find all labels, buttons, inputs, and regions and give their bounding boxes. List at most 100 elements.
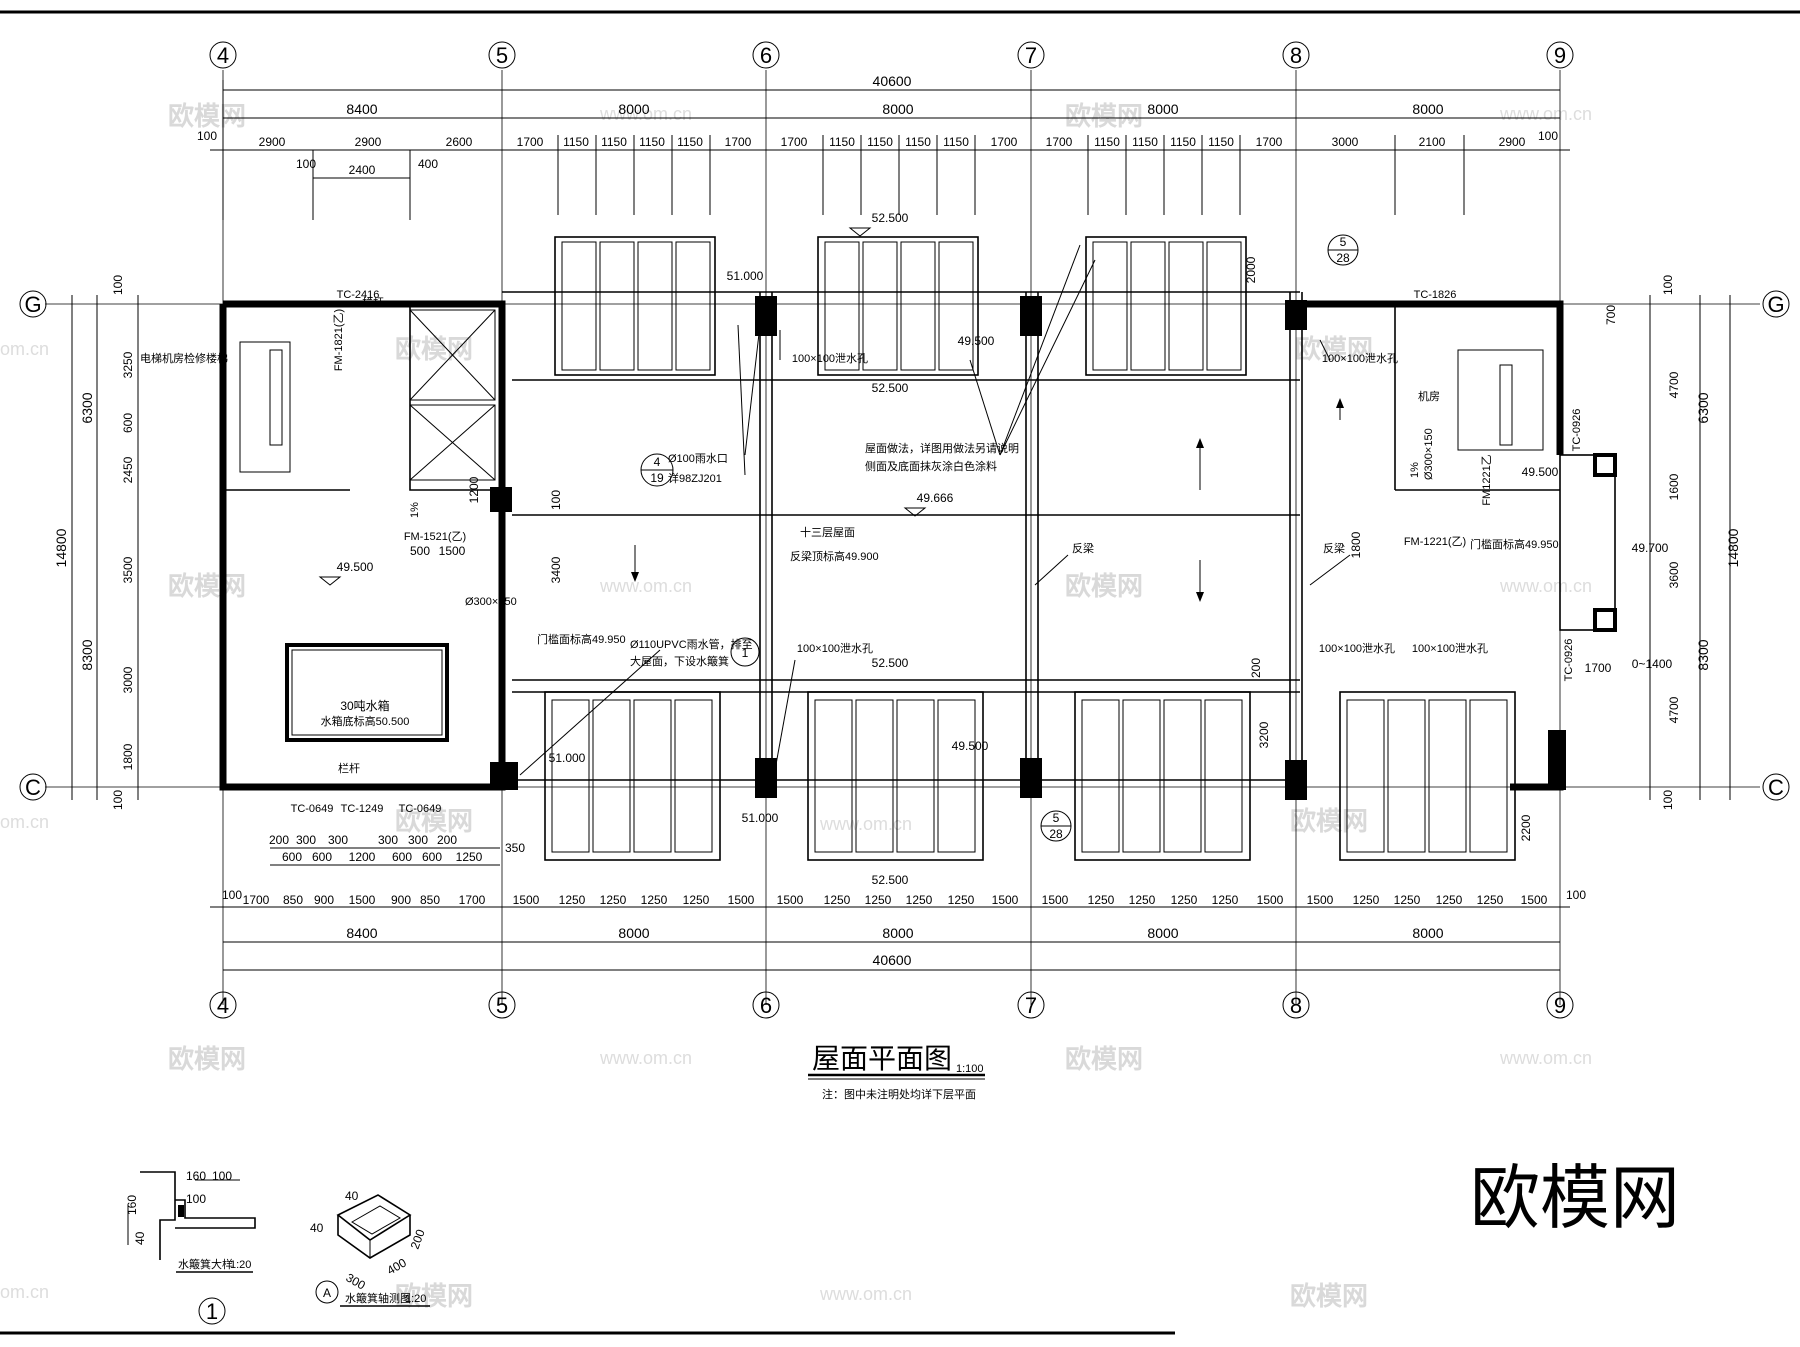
svg-text:6300: 6300 [79,392,95,423]
axis-label: 5 [496,43,508,68]
dim-detail: 2900 [355,135,382,149]
svg-text:1250: 1250 [865,893,892,907]
dim-detail: 2900 [1499,135,1526,149]
dim-detail: 1150 [943,135,969,149]
door-tag: FM-1821(乙) [332,309,345,371]
axis-label: 8 [1290,993,1302,1018]
svg-text:0~1400: 0~1400 [1632,657,1673,671]
svg-text:300: 300 [378,833,398,847]
svg-text:1250: 1250 [600,893,627,907]
detail-number: 1 [206,1299,218,1324]
elevation-label: 49.500 [952,739,989,753]
svg-text:1:20: 1:20 [230,1259,251,1271]
dim-detail: 400 [418,157,438,171]
roof-panels-top [554,236,1247,376]
svg-text:1:20: 1:20 [405,1293,426,1305]
dim-overall-top: 40600 [873,73,912,89]
svg-text:1250: 1250 [456,850,483,864]
window-tag: TC-1249 [341,803,384,815]
dim-detail: 1700 [991,135,1018,149]
section-reference-top: 5 28 [1327,234,1359,266]
watermark-brand: 欧模网 [1290,1281,1368,1311]
svg-text:1%: 1% [1409,462,1421,478]
drawing-title: 屋面平面图 [812,1043,952,1074]
dim-detail: 1700 [781,135,808,149]
axis-label: 6 [760,993,772,1018]
axis-bubble-bottom-6: 6 [752,991,780,1019]
svg-text:100: 100 [186,1192,206,1206]
svg-text:1250: 1250 [1171,893,1198,907]
elevation-label: 49.500 [1522,465,1559,479]
tank-label: 30吨水箱 [340,698,389,713]
svg-text:850: 850 [420,893,440,907]
svg-text:1500: 1500 [1257,893,1284,907]
svg-text:2450: 2450 [121,456,135,483]
svg-text:600: 600 [121,413,135,433]
window-tag: TC-0926 [1563,639,1575,682]
axis-label: 7 [1025,43,1037,68]
annotations: TC-2416 TC-1826 TC-0926 TC-0926 TC-0649 … [140,234,1673,842]
svg-text:600: 600 [312,850,332,864]
beam-note: 反梁 [1072,541,1094,555]
svg-text:1500: 1500 [349,893,376,907]
svg-text:1500: 1500 [513,893,540,907]
axis-bubble-top-7: 7 [1017,41,1045,69]
dim-detail: 1700 [1046,135,1073,149]
axis-bubble-left-G: G [19,290,47,318]
detail-gutter-section: 160 100 100 160 40 水簸箕大样 1:20 1 [125,1169,256,1325]
svg-text:100: 100 [549,490,563,510]
svg-text:1500: 1500 [992,893,1019,907]
dim-detail: 1150 [677,135,703,149]
door-tag: FM-1521(乙) [404,530,466,543]
elevation-label: 52.500 [872,211,909,225]
dim-bay: 8000 [882,925,913,941]
svg-text:40: 40 [310,1221,324,1235]
svg-text:1500: 1500 [1042,893,1069,907]
svg-text:300: 300 [328,833,348,847]
dimensions-right: 14800 6300 8300 100 4700 1600 3600 4700 … [1604,275,1741,810]
dim-detail: 2900 [259,135,286,149]
axis-label: 6 [760,43,772,68]
dimensions-top: 40600 8400 8000 8000 8000 8000 100 2900 … [197,73,1570,220]
dim-bay: 8400 [346,925,377,941]
svg-text:3200: 3200 [1257,721,1271,748]
axis-label: G [24,292,41,317]
watermark-site: www.om.cn [819,814,912,834]
axis-bubble-right-G: G [1762,290,1790,318]
svg-text:3500: 3500 [121,556,135,583]
detail-callout-1: 1 [730,637,760,667]
svg-text:1200: 1200 [349,850,376,864]
svg-text:100: 100 [1661,790,1675,810]
dimensions-bottom: 40600 8400 8000 8000 8000 8000 100 1700 … [210,833,1586,971]
dim-bay: 8000 [1147,101,1178,117]
leader-lines [519,244,1351,776]
dim-detail: 3000 [1332,135,1359,149]
drain-note: 100×100泄水孔 [797,642,873,655]
svg-text:3600: 3600 [1667,561,1681,588]
watermark-site: www.om.cn [819,1284,912,1304]
svg-text:1250: 1250 [559,893,586,907]
svg-text:1250: 1250 [1477,893,1504,907]
dim-detail: 1150 [639,135,665,149]
door-tag: FM1221乙 [1480,454,1493,505]
svg-text:300: 300 [408,833,428,847]
window-tag: TC-1826 [1414,289,1457,301]
watermark-brand: 欧模网 [168,571,246,601]
svg-text:1700: 1700 [1585,661,1612,675]
tank-elevation: 水箱底标高50.500 [321,714,410,728]
pipe-note: 大屋面，下设水簸箕 [630,654,729,668]
svg-text:200: 200 [269,833,289,847]
dim-bay: 8400 [346,101,377,117]
watermark-site: www.om.cn [599,576,692,596]
svg-text:200: 200 [1249,658,1263,678]
elevation-label: 51.000 [727,269,764,283]
dim-detail: 1700 [517,135,544,149]
dim-detail: 2600 [446,135,473,149]
svg-text:1250: 1250 [948,893,975,907]
svg-text:700: 700 [1604,305,1618,325]
elevation-markers: 52.500 51.000 49.500 52.500 49.666 49.50… [318,211,1669,887]
watermark-partial: om.cn [0,812,49,832]
dim-detail: 1150 [905,135,931,149]
watermark-site: www.om.cn [1499,104,1592,124]
dim-detail: 1700 [1256,135,1283,149]
